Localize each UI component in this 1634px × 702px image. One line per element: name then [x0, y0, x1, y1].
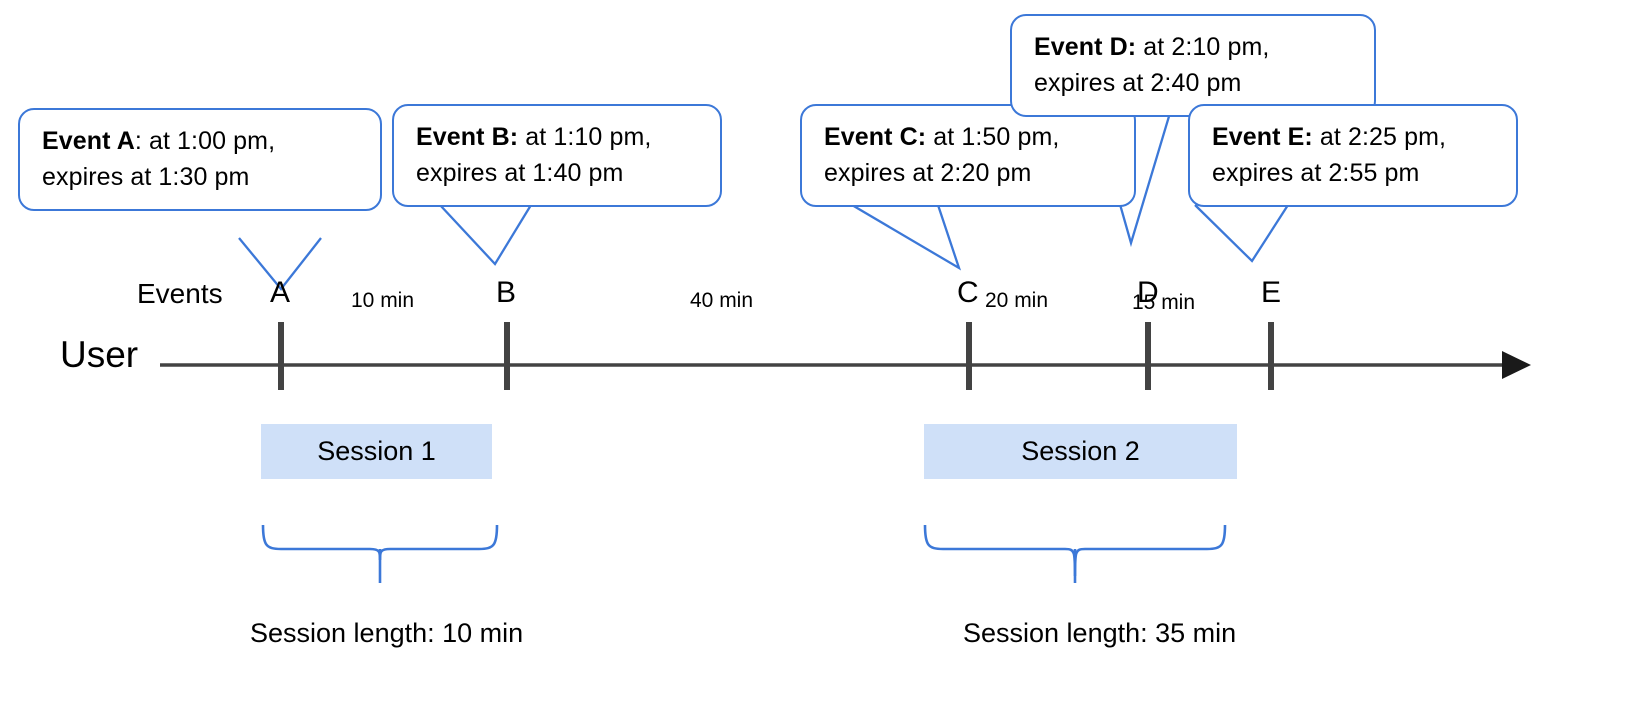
gap-label-b-c: 40 min	[690, 289, 754, 312]
callout-tail-B	[439, 204, 532, 266]
callout-e-line2: expires at 2:55 pm	[1212, 158, 1420, 187]
event-label-d: D	[1137, 276, 1159, 309]
callout-event-b[interactable]: Event B: at 1:10 pm, expires at 1:40 pm	[392, 104, 722, 207]
session-2-label: Session 2	[1021, 436, 1140, 466]
event-label-e: E	[1261, 276, 1282, 309]
gap-label-c-d: 20 min	[985, 289, 1049, 312]
callout-e-strong: Event E:	[1212, 123, 1313, 151]
callout-c-line1: at 1:50 pm,	[933, 123, 1060, 151]
session-box-1[interactable]: Session 1	[261, 424, 492, 479]
callout-c-strong: Event C:	[824, 123, 927, 151]
session-2-length-label: Session length: 35 min	[963, 618, 1237, 648]
gap-label-d-e: 15 min	[1132, 291, 1196, 314]
callout-event-e[interactable]: Event E: at 2:25 pm, expires at 2:55 pm	[1188, 104, 1518, 207]
events-row-label: Events	[137, 278, 223, 309]
session-1-length-label: Session length: 10 min	[250, 618, 524, 648]
callout-a-sep: :	[134, 127, 149, 155]
callout-b-line1: at 1:10 pm,	[525, 123, 652, 151]
callout-event-c[interactable]: Event C: at 1:50 pm, expires at 2:20 pm	[800, 104, 1136, 207]
callout-b-strong: Event B:	[416, 123, 519, 151]
timeline-axis	[160, 351, 1531, 379]
callout-e-sep	[1313, 123, 1320, 151]
session-1-label: Session 1	[317, 436, 436, 466]
axis-arrow-icon	[1502, 351, 1531, 379]
event-label-a: A	[270, 276, 291, 309]
user-row-label: User	[60, 334, 139, 375]
gap-label-a-b: 10 min	[351, 289, 415, 312]
callout-d-line2: expires at 2:40 pm	[1034, 68, 1242, 97]
callout-event-a[interactable]: Event A: at 1:00 pm, expires at 1:30 pm	[18, 108, 382, 211]
callout-tail-C	[851, 204, 962, 271]
callout-c-line2: expires at 2:20 pm	[824, 158, 1032, 187]
callout-tail-E	[1194, 204, 1289, 263]
callout-e-line1: at 2:25 pm,	[1319, 123, 1447, 151]
callout-d-line1: at 2:10 pm,	[1143, 33, 1270, 61]
callout-a-strong: Event A	[42, 127, 135, 155]
callout-a-line2: expires at 1:30 pm	[42, 162, 250, 191]
session-box-2[interactable]: Session 2	[924, 424, 1237, 479]
event-label-c: C	[957, 276, 979, 309]
session-braces	[261, 524, 1227, 583]
event-ticks	[278, 322, 1274, 390]
callout-b-line2: expires at 1:40 pm	[416, 158, 624, 187]
callout-a-line1: at 1:00 pm,	[148, 127, 276, 155]
callout-d-strong: Event D:	[1034, 33, 1137, 61]
event-label-b: B	[496, 276, 517, 309]
callout-event-d[interactable]: Event D: at 2:10 pm, expires at 2:40 pm	[1010, 14, 1376, 117]
callout-tail-A	[238, 237, 322, 291]
